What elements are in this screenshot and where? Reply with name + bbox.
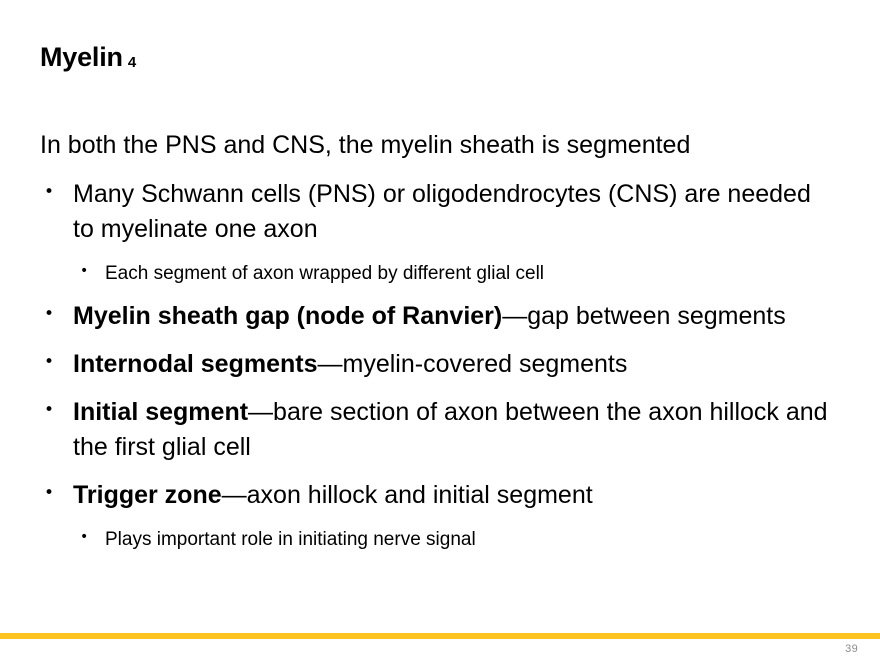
bullet-text: In both the PNS and CNS, the myelin shea… — [40, 131, 690, 159]
footer-accent-bar — [0, 633, 880, 639]
bullet-text: Internodal segments—myelin-covered segme… — [73, 350, 627, 378]
bullet-item: • Each segment of axon wrapped by differ… — [0, 260, 880, 288]
bullet-marker-icon: • — [44, 483, 55, 503]
text-segment: —myelin-covered segments — [317, 350, 628, 378]
bullet-item: • Myelin sheath gap (node of Ranvier)—ga… — [0, 299, 880, 334]
term-label: Initial segment — [73, 398, 249, 426]
text-segment: —bare section of axon between the axon h… — [73, 398, 828, 461]
slide-body: In both the PNS and CNS, the myelin shea… — [0, 128, 880, 565]
bullet-item: • Internodal segments—myelin-covered seg… — [0, 347, 880, 382]
bullet-item: • Many Schwann cells (PNS) or oligodendr… — [0, 177, 880, 247]
term-label: Internodal segments — [73, 350, 318, 378]
bullet-marker-icon: • — [44, 352, 55, 372]
bullet-text: Many Schwann cells (PNS) or oligodendroc… — [73, 180, 811, 243]
page-title: Myelin — [40, 42, 123, 72]
text-segment: —axon hillock and initial segment — [221, 481, 593, 509]
bullet-item: • Initial segment—bare section of axon b… — [0, 395, 880, 465]
bullet-text: Myelin sheath gap (node of Ranvier)—gap … — [73, 302, 786, 330]
bullet-item: • Trigger zone—axon hillock and initial … — [0, 478, 880, 513]
bullet-marker-icon: • — [44, 400, 55, 420]
bullet-text: Initial segment—bare section of axon bet… — [73, 398, 828, 461]
bullet-marker-icon: • — [80, 263, 89, 279]
term-label: Myelin sheath gap (node of Ranvier) — [73, 302, 503, 330]
bullet-marker-icon: • — [80, 529, 89, 545]
text-segment: Many Schwann cells (PNS) or oligodendroc… — [73, 180, 811, 243]
bullet-marker-icon: • — [44, 182, 55, 202]
bullet-text: Trigger zone—axon hillock and initial se… — [73, 481, 593, 509]
text-segment: Each segment of axon wrapped by differen… — [105, 263, 545, 284]
bullet-text: Plays important role in initiating nerve… — [105, 529, 476, 550]
bullet-item: • Plays important role in initiating ner… — [0, 526, 880, 554]
bullet-marker-icon: • — [44, 304, 55, 324]
term-label: Trigger zone — [73, 481, 222, 509]
bullet-text: Each segment of axon wrapped by differen… — [105, 263, 544, 284]
slide-number: 39 — [845, 643, 858, 655]
title-superscript: 4 — [127, 54, 137, 71]
text-segment: In both the PNS and CNS, the myelin shea… — [40, 131, 691, 159]
bullet-item: In both the PNS and CNS, the myelin shea… — [0, 128, 880, 163]
text-segment: —gap between segments — [502, 302, 786, 330]
text-segment: Plays important role in initiating nerve… — [105, 529, 476, 550]
